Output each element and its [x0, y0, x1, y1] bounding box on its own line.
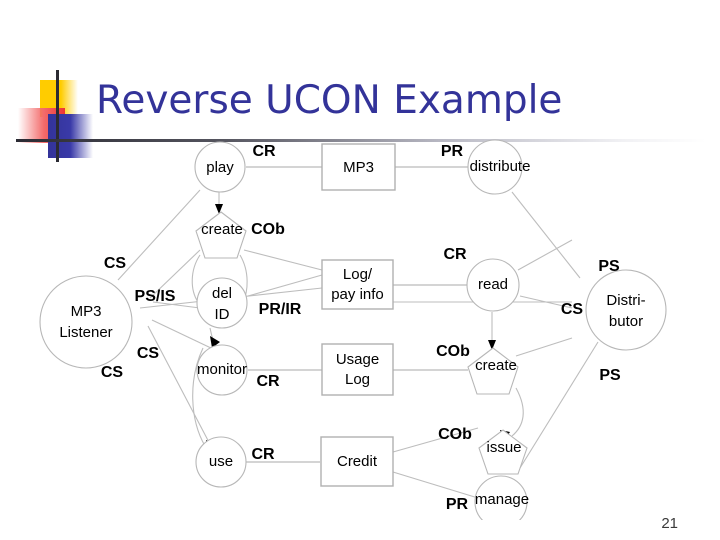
edge-listener-use [147, 325, 213, 449]
edge-label-cob-create: COb [251, 221, 285, 238]
decoration-blue-square [48, 114, 93, 158]
ucon-diagram: play MP3 distribute create MP3 Liste [0, 130, 720, 520]
edge-create-listener [149, 249, 201, 299]
node-issue[interactable]: issue [478, 429, 528, 475]
title-decoration-graphic [18, 62, 114, 162]
node-log-pay[interactable]: Log/ pay info [321, 259, 394, 310]
edge-credit-manage [392, 471, 479, 499]
node-distributor-label-line2: butor [609, 313, 643, 330]
node-distributor[interactable]: Distri- butor [585, 269, 667, 351]
edge-label-cr-play: CR [252, 143, 276, 160]
edge-label-cr-use: CR [251, 446, 275, 463]
node-del-id-label-line1: del [212, 285, 232, 302]
node-usage-log[interactable]: Usage Log [321, 343, 394, 396]
node-credit-label: Credit [337, 453, 378, 470]
node-del-id-circle[interactable] [196, 277, 248, 329]
edge-read-distributor [517, 239, 573, 271]
edge-label-cob-create2: COb [436, 343, 470, 360]
node-distribute-label: distribute [470, 158, 531, 175]
edge-label-ps-lower: PS [599, 367, 621, 384]
node-manage-circle[interactable] [474, 475, 528, 520]
edge-create-delid [191, 254, 201, 303]
node-read-circle[interactable] [466, 258, 520, 312]
node-play-circle[interactable] [194, 141, 246, 193]
arrowhead-delid-monitor [210, 336, 220, 348]
edge-play-listener [117, 189, 201, 281]
decoration-horizontal-rule [16, 139, 706, 142]
diagram-nodes: play MP3 distribute create MP3 Liste [39, 139, 667, 520]
edge-monitor-use [192, 347, 206, 447]
node-mp3-listener[interactable]: MP3 Listener [39, 275, 133, 369]
ucon-diagram-canvas: play MP3 distribute create MP3 Liste [39, 139, 667, 520]
node-issue-label: issue [486, 439, 521, 456]
edge-label-cs-upper: CS [104, 255, 127, 272]
node-mp3-rect[interactable] [321, 143, 396, 191]
node-log-pay-label-line1: Log/ [343, 266, 373, 283]
node-distributor-circle[interactable] [585, 269, 667, 351]
node-create2-pentagon[interactable] [467, 347, 519, 395]
edge-create2-issue [511, 387, 524, 437]
decoration-vertical-rule [56, 70, 59, 162]
edge-create2-distributor [515, 337, 573, 357]
node-play-label: play [206, 159, 234, 176]
edge-label-prir: PR/IR [259, 301, 302, 318]
node-read[interactable]: read [466, 258, 520, 312]
edge-delid-logpay [247, 274, 323, 297]
arrowhead-read-create2 [488, 340, 496, 350]
edge-label-cr-monitor: CR [256, 373, 280, 390]
node-create2[interactable]: create [467, 347, 519, 395]
node-monitor-label: monitor [197, 361, 247, 378]
node-create-cob-label: create [201, 221, 243, 238]
node-mp3-listener-label-line1: MP3 [71, 303, 102, 320]
edge-label-cs-mid: CS [137, 345, 160, 362]
node-credit-rect[interactable] [320, 436, 394, 487]
edge-label-cs-lower: CS [101, 364, 124, 381]
node-issue-pentagon[interactable] [478, 429, 528, 475]
node-del-id[interactable]: del ID [196, 277, 248, 329]
edge-distributor-manage [519, 341, 599, 469]
edge-label-pr-distribute: PR [441, 143, 464, 160]
node-monitor[interactable]: monitor [196, 344, 248, 396]
node-read-label: read [478, 276, 508, 293]
node-manage[interactable]: manage [474, 475, 529, 520]
diagram-edge-labels: CR PR COb CS PS/IS PR/IR CR PS CS CS CS … [101, 143, 621, 513]
page-number: 21 [661, 515, 678, 532]
node-credit[interactable]: Credit [320, 436, 394, 487]
edge-label-cr-read: CR [443, 246, 467, 263]
node-use-label: use [209, 453, 233, 470]
node-play[interactable]: play [194, 141, 246, 193]
edge-label-cob-issue: COb [438, 426, 472, 443]
edge-label-ps-upper: PS [598, 258, 620, 275]
node-log-pay-label-line2: pay info [331, 286, 384, 303]
node-usage-log-rect[interactable] [321, 343, 394, 396]
edge-distribute-distributor [511, 191, 581, 279]
node-mp3[interactable]: MP3 [321, 143, 396, 191]
node-log-pay-rect[interactable] [321, 259, 394, 310]
edge-label-cs-distributor: CS [561, 301, 584, 318]
node-del-id-label-line2: ID [215, 306, 230, 323]
node-create2-label: create [475, 357, 517, 374]
node-distribute-circle[interactable] [467, 139, 523, 195]
node-manage-label: manage [475, 491, 529, 508]
node-create-cob-pentagon[interactable] [195, 211, 247, 259]
node-mp3-label: MP3 [343, 159, 374, 176]
page-title: Reverse UCON Example [96, 78, 563, 123]
node-monitor-circle[interactable] [196, 344, 248, 396]
edge-label-psis: PS/IS [135, 288, 176, 305]
edge-create-logpay [243, 249, 323, 271]
node-distributor-label-line1: Distri- [606, 292, 645, 309]
edge-listener-delid [152, 301, 201, 309]
node-usage-log-label-line2: Log [345, 371, 370, 388]
node-mp3-listener-label-line2: Listener [59, 324, 112, 341]
node-use[interactable]: use [195, 436, 247, 488]
arrowhead-play-create [215, 204, 223, 214]
edge-label-pr-manage: PR [446, 496, 469, 513]
node-distribute[interactable]: distribute [467, 139, 531, 195]
node-usage-log-label-line1: Usage [336, 351, 379, 368]
node-use-circle[interactable] [195, 436, 247, 488]
node-create-cob[interactable]: create [195, 211, 247, 259]
edge-credit-issue [392, 427, 479, 453]
node-mp3-listener-circle[interactable] [39, 275, 133, 369]
slide-header: Reverse UCON Example [0, 0, 720, 162]
